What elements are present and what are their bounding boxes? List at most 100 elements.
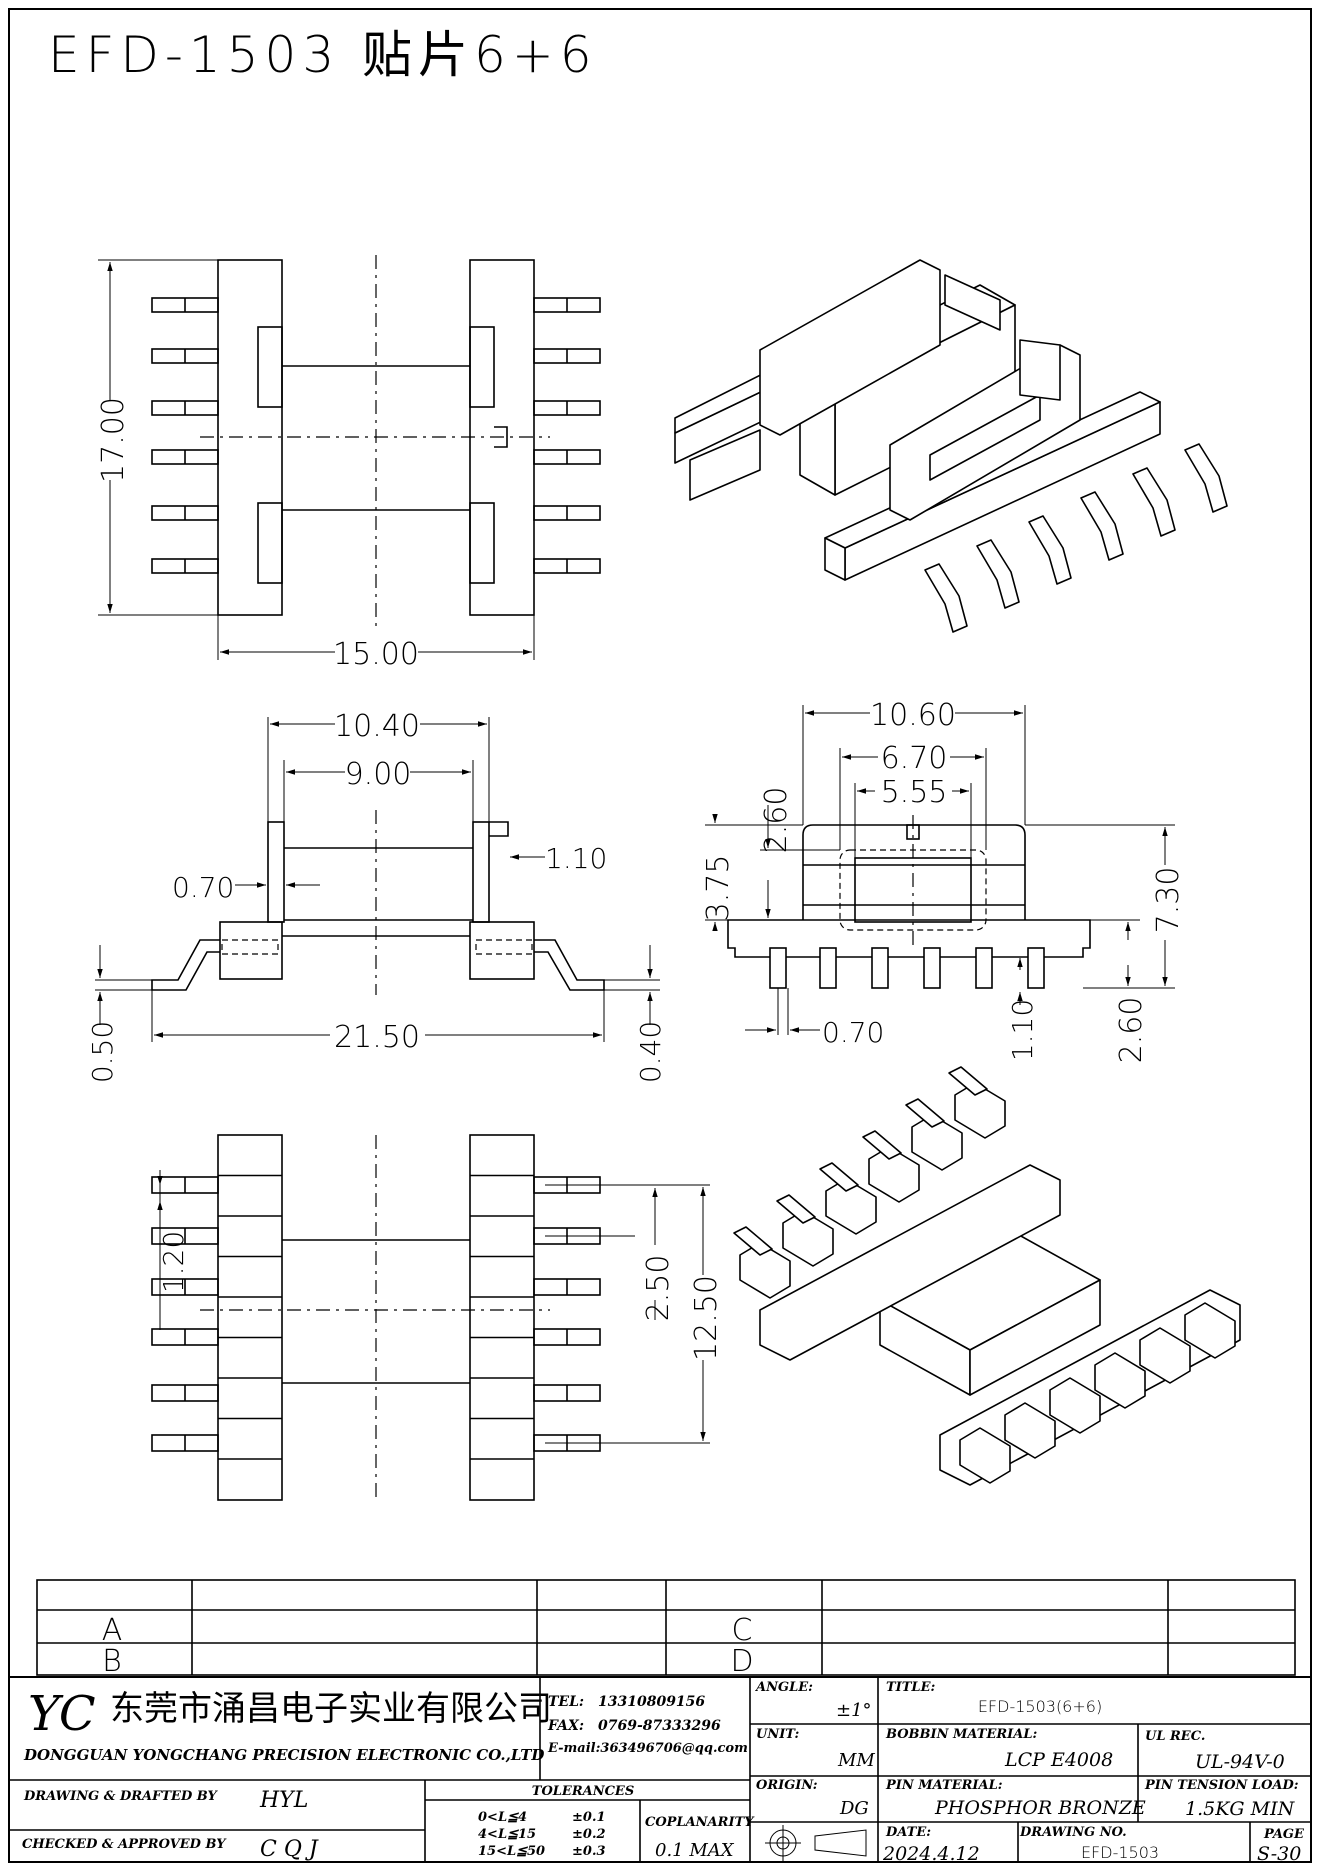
title-label: TITLE: <box>886 1680 935 1695</box>
dim-front-right-offset: 0.40 <box>634 1021 667 1083</box>
tol-value-3: ±0.3 <box>572 1844 606 1859</box>
date-label: DATE: <box>885 1825 931 1840</box>
tel-value: 13310809156 <box>598 1694 705 1710</box>
title-block: YC 东莞市涌昌电子实业有限公司 DONGGUAN YONGCHANG PREC… <box>8 1676 1312 1865</box>
tol-range-3: 15<L≦50 <box>478 1844 545 1859</box>
side-pin <box>871 947 889 989</box>
dim-side-base: 2.60 <box>1114 997 1149 1064</box>
drawing-no-label: DRAWING NO. <box>1019 1825 1127 1840</box>
bobbin-material-value: LCP E4008 <box>1004 1749 1113 1771</box>
tol-range-1: 0<L≦4 <box>478 1810 527 1825</box>
iso-view-bottom <box>733 1066 1241 1486</box>
iso-pin-block <box>1004 1402 1056 1459</box>
dim-side-core: 6.70 <box>881 741 948 776</box>
page-value: S-30 <box>1257 1843 1301 1865</box>
revision-table: A B C D <box>36 1579 1296 1679</box>
side-pin <box>1027 947 1045 989</box>
front-view: 10.40 9.00 0.70 1.10 21.50 0.50 0.40 <box>86 709 667 1083</box>
dim-front-inner: 9.00 <box>345 757 412 792</box>
iso-pin <box>1184 443 1228 513</box>
tol-value-2: ±0.2 <box>572 1827 606 1842</box>
tol-value-1: ±0.1 <box>572 1810 606 1825</box>
dim-front-span: 21.50 <box>334 1020 420 1055</box>
drawing-title: EFD-1503 贴片6+6 <box>48 26 598 84</box>
drawn-by-label: DRAWING & DRAFTED BY <box>23 1789 219 1804</box>
checked-by-value: C Q J <box>260 1837 319 1862</box>
tel-label: TEL: <box>548 1694 584 1710</box>
iso-pin-lead <box>733 1226 773 1256</box>
revision-label-c: C <box>732 1613 753 1648</box>
pin-tension-value: 1.5KG MIN <box>1185 1798 1296 1820</box>
dim-front-flange: 0.70 <box>172 871 234 904</box>
date-value: 2024.4.12 <box>882 1843 980 1865</box>
unit-value: MM <box>837 1750 875 1771</box>
coplanarity-value: 0.1 MAX <box>655 1840 735 1861</box>
iso-pin <box>1028 515 1072 585</box>
company-logo: YC <box>28 1686 96 1742</box>
tol-range-2: 4<L≦15 <box>478 1827 536 1842</box>
dim-side-pin-w: 0.70 <box>822 1016 884 1049</box>
revision-label-b: B <box>102 1644 122 1679</box>
iso-view-top <box>674 259 1228 633</box>
dim-side-pin-h: 1.10 <box>1006 999 1039 1061</box>
checked-by-label: CHECKED & APPROVED BY <box>22 1837 227 1852</box>
dim-side-upper: 2.60 <box>759 787 794 854</box>
pin-tension-label: PIN TENSION LOAD: <box>1144 1778 1299 1793</box>
company-name-cn: 东莞市涌昌电子实业有限公司 <box>110 1689 552 1729</box>
drawing-no-value: EFD-1503 <box>1081 1843 1159 1862</box>
page-label: PAGE <box>1263 1827 1305 1842</box>
revision-label-d: D <box>730 1644 753 1679</box>
projection-symbol <box>765 1825 867 1861</box>
iso-pin-block <box>1049 1377 1101 1434</box>
dim-bottom-gap: 2.50 <box>641 1255 676 1322</box>
iso-pin <box>976 539 1020 609</box>
iso-pin-block <box>959 1427 1011 1484</box>
angle-label: ANGLE: <box>754 1680 813 1695</box>
dim-side-width: 10.60 <box>870 698 956 733</box>
ul-rec-value: UL-94V-0 <box>1195 1751 1285 1773</box>
company-name-en: DONGGUAN YONGCHANG PRECISION ELECTRONIC … <box>23 1746 544 1764</box>
dim-side-total: 7.30 <box>1151 867 1186 934</box>
side-pin <box>769 947 787 989</box>
fax-label: FAX: <box>547 1718 584 1734</box>
iso-pin-lead <box>862 1130 902 1160</box>
top-view: 17.00 15.00 <box>96 255 601 672</box>
dim-front-tab: 1.10 <box>545 842 607 875</box>
side-pin <box>975 947 993 989</box>
iso-pin-block <box>1184 1302 1236 1359</box>
iso-pin-lead <box>819 1162 859 1192</box>
dim-front-outer: 10.40 <box>334 709 420 744</box>
iso-pin-block <box>1094 1352 1146 1409</box>
dim-side-height-left: 3.75 <box>701 855 736 922</box>
revision-label-a: A <box>102 1613 123 1648</box>
iso-pin <box>1080 491 1124 561</box>
bottom-flange <box>217 1134 283 1501</box>
dim-top-height: 17.00 <box>96 397 131 483</box>
sheet-border <box>8 8 1312 1863</box>
drawn-by-value: HYL <box>259 1788 308 1813</box>
unit-label: UNIT: <box>756 1727 800 1742</box>
iso-pin-lead <box>948 1066 988 1096</box>
fax-value: 0769-87333296 <box>598 1718 721 1734</box>
dim-front-left-offset: 0.50 <box>86 1021 119 1083</box>
side-pin <box>923 947 941 989</box>
iso-pin <box>924 563 968 633</box>
bottom-view: 1.20 2.50 12.50 <box>151 1134 724 1501</box>
dim-bottom-pitch: 1.20 <box>157 1231 190 1293</box>
bobbin-material-label: BOBBIN MATERIAL: <box>885 1727 1037 1742</box>
coplanarity-label: COPLANARITY <box>645 1815 755 1830</box>
side-pin <box>819 947 837 989</box>
iso-pin-block <box>1139 1327 1191 1384</box>
angle-value: ±1° <box>836 1700 872 1721</box>
title-value: EFD-1503(6+6) <box>978 1697 1102 1716</box>
bottom-flange <box>469 1134 535 1501</box>
iso-pin-lead <box>905 1098 945 1128</box>
dim-bottom-span: 12.50 <box>689 1275 724 1361</box>
tolerances-label: TOLERANCES <box>532 1784 634 1799</box>
iso-pin <box>1132 467 1176 537</box>
origin-label: ORIGIN: <box>756 1778 818 1793</box>
email-value: E-mail:363496706@qq.com <box>547 1741 748 1756</box>
side-view: 10.60 6.70 5.55 2.60 3.75 7.30 2.60 <box>701 698 1186 1063</box>
pin-material-value: PHOSPHOR BRONZE <box>934 1797 1146 1819</box>
